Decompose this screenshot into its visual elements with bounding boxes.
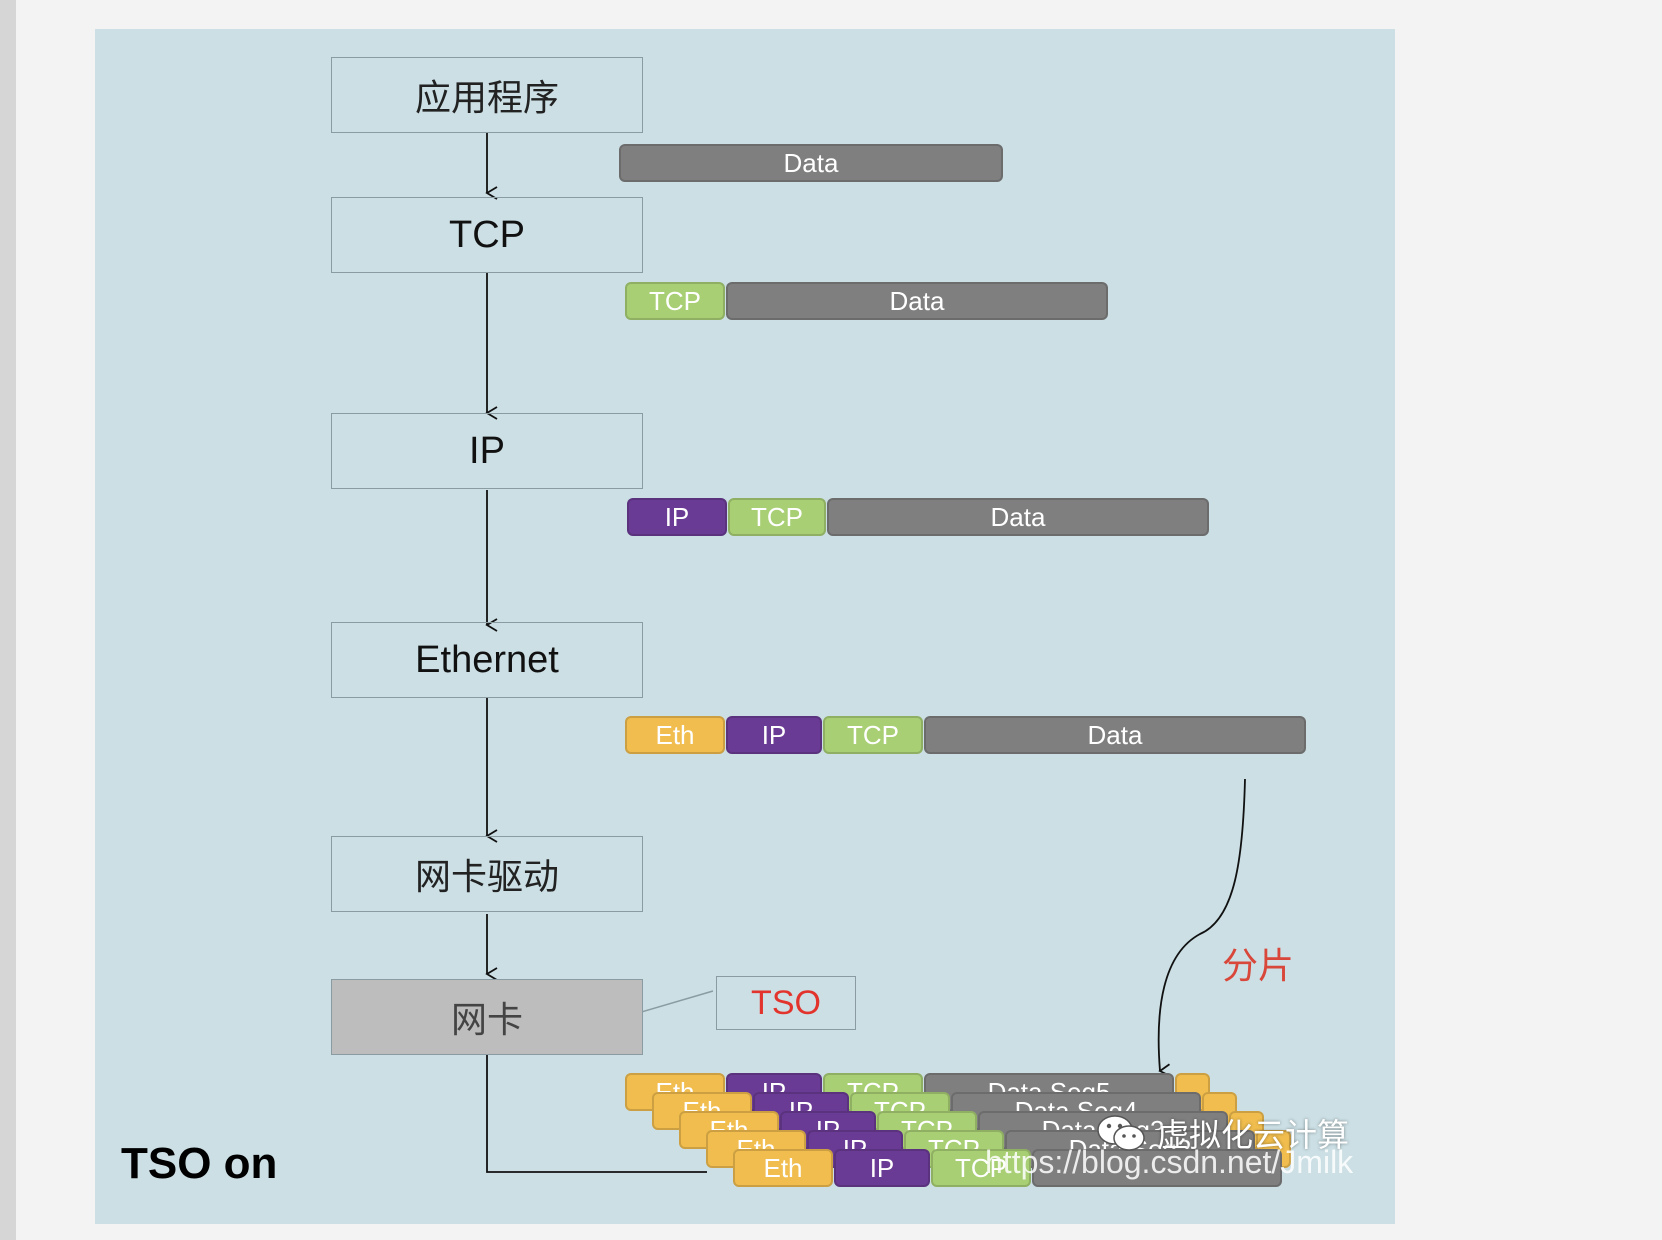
frame-eth-header: Eth	[625, 716, 725, 754]
layer-tcp: TCP	[331, 197, 643, 273]
frame-data: Data	[924, 716, 1306, 754]
seg1-tcp: TCP	[931, 1149, 1031, 1187]
fragment-curve-arrow	[1157, 778, 1246, 1077]
seg1-eth: Eth	[733, 1149, 833, 1187]
mode-title: TSO on	[121, 1139, 278, 1188]
packet-tcp-header: TCP	[625, 282, 725, 320]
layer-nic-driver: 网卡驱动	[331, 836, 643, 912]
diagram-panel: 应用程序 TCP IP Ethernet 网卡驱动 网卡 Data TCP Da…	[95, 29, 1395, 1224]
frame-ip-header: IP	[726, 716, 822, 754]
layer-ethernet: Ethernet	[331, 622, 643, 698]
nic-output-line	[486, 1054, 707, 1173]
fragment-label: 分片	[1222, 946, 1295, 987]
packet-tcp-data: Data	[726, 282, 1108, 320]
watermark-url: https://blog.csdn.net/Jmilk	[985, 1144, 1354, 1180]
seg1-data	[1032, 1149, 1282, 1187]
packet-ip-tcp-header: TCP	[728, 498, 826, 536]
packet-data: Data	[619, 144, 1003, 182]
watermark-account: 虚拟化云计算	[1157, 1116, 1350, 1154]
packet-ip-data: Data	[827, 498, 1209, 536]
wechat-icon	[1097, 1115, 1145, 1151]
frame-tcp-header: TCP	[823, 716, 923, 754]
wechat-watermark: 虚拟化云计算	[1095, 1110, 1349, 1156]
layer-nic: 网卡	[331, 979, 643, 1055]
layer-ip: IP	[331, 413, 643, 489]
layer-application: 应用程序	[331, 57, 643, 133]
scroll-edge	[0, 0, 16, 1240]
connector-lines	[485, 133, 1246, 1173]
packet-ip-header: IP	[627, 498, 727, 536]
seg1-ip: IP	[834, 1149, 930, 1187]
tso-label: TSO	[716, 976, 856, 1030]
